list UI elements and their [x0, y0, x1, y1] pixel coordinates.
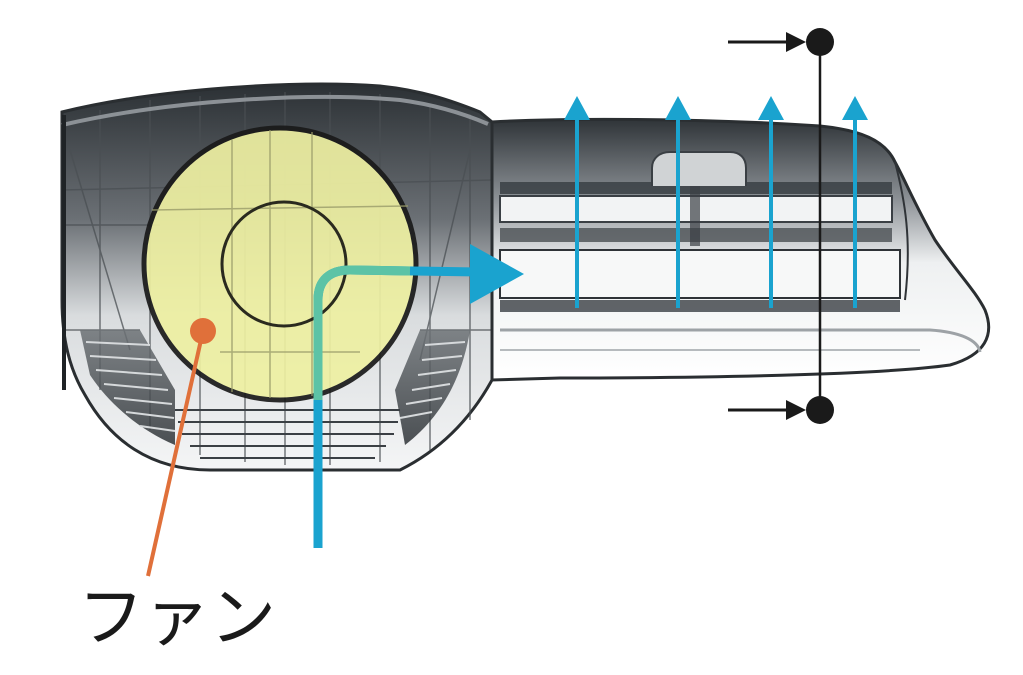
outlet-airflow-arrows — [564, 96, 868, 308]
arrow-icon — [758, 96, 784, 308]
fan — [141, 125, 419, 403]
dot-marker-icon — [806, 396, 834, 424]
arrow-icon — [564, 96, 590, 308]
dot-marker-icon — [806, 28, 834, 56]
leader-line — [146, 330, 205, 577]
leader-dot — [190, 318, 216, 344]
airflow-inner-segment — [313, 265, 411, 400]
fan-callout: ファン — [78, 318, 276, 656]
intake-grille — [80, 330, 470, 459]
fan-label: ファン — [78, 579, 276, 656]
airflow-path — [313, 244, 524, 548]
arrow-icon — [665, 96, 691, 308]
arrow-icon — [728, 400, 806, 420]
outlet-duct — [490, 117, 991, 382]
arrow-icon — [842, 96, 868, 308]
fan-hub — [220, 200, 348, 328]
arrow-icon — [728, 32, 806, 52]
arrow-icon — [470, 244, 524, 304]
section-marker — [728, 28, 834, 424]
